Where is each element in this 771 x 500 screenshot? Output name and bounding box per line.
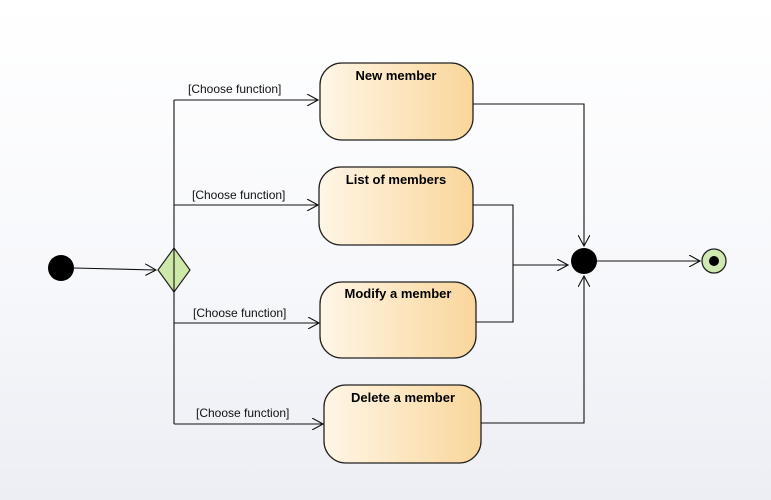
action-list-of-members[interactable]: List of members [318,166,474,246]
guard-label-delete: [Choose function] [196,406,289,420]
action-label-modify-member: Modify a member [345,286,452,301]
action-new-member[interactable]: New member [319,62,474,141]
initial-node[interactable] [48,255,74,281]
flow-delete-member-to-merge [481,276,584,424]
guard-label-new: [Choose function] [188,82,281,96]
action-label-delete-member: Delete a member [351,390,455,405]
guard-label-modify: [Choose function] [193,306,286,320]
guard-label-list: [Choose function] [192,188,285,202]
flow-new-member-to-merge [473,103,584,246]
action-label-list-of-members: List of members [346,172,446,187]
action-delete-member[interactable]: Delete a member [323,384,482,464]
flow-initial-to-decision [73,268,156,270]
action-label-new-member: New member [356,68,437,83]
action-modify-member[interactable]: Modify a member [319,281,477,359]
final-node[interactable] [701,248,727,274]
merge-node[interactable] [571,248,597,274]
flow-list-modify-to-merge [473,204,568,323]
